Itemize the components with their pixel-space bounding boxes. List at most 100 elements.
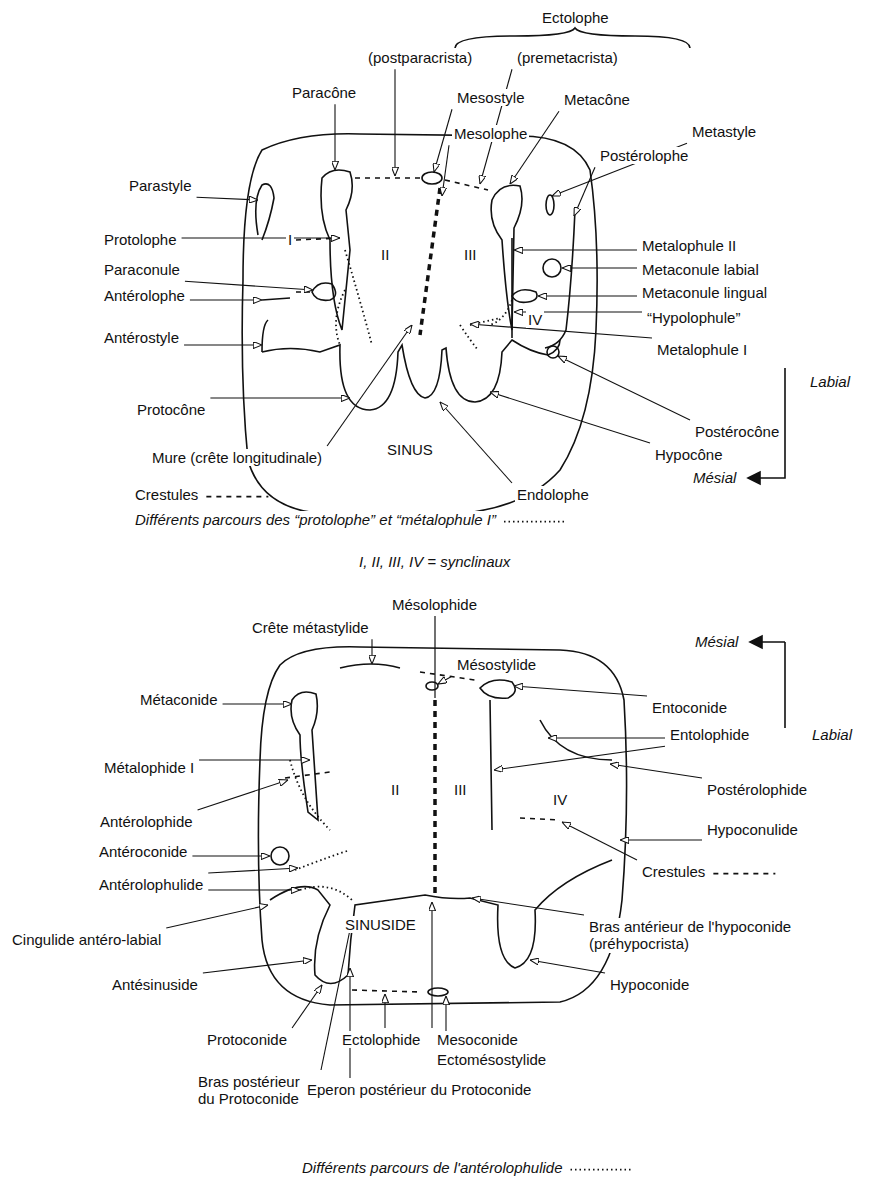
legend-sample bbox=[206, 496, 268, 498]
leader-line bbox=[184, 344, 262, 345]
leader-line bbox=[334, 104, 335, 170]
part-label: “Hypolophule” bbox=[645, 309, 742, 326]
part-label: Mésostylide bbox=[455, 656, 538, 673]
leader-line bbox=[472, 898, 584, 915]
part-label: Metaconule lingual bbox=[640, 284, 769, 301]
entolophide bbox=[490, 700, 612, 830]
arrow-head bbox=[748, 472, 760, 484]
leader-line bbox=[182, 237, 340, 238]
part-label: Parastyle bbox=[127, 177, 194, 194]
mesostyle bbox=[422, 172, 442, 184]
anteroconide bbox=[271, 847, 289, 865]
leader-line bbox=[494, 746, 665, 770]
part-label: Antéroconide bbox=[97, 843, 189, 860]
posterolophe bbox=[545, 210, 575, 348]
leader-line bbox=[208, 868, 298, 873]
metaconule-lingual bbox=[512, 290, 537, 303]
leader-line bbox=[490, 392, 650, 443]
part-label: Protocône bbox=[135, 401, 207, 418]
part-label: Ectomésostylide bbox=[435, 1051, 548, 1068]
leader-line bbox=[190, 299, 262, 300]
paracone bbox=[321, 170, 352, 330]
part-label: Antérostyle bbox=[102, 329, 181, 346]
metaconide bbox=[291, 692, 318, 820]
leader-line bbox=[434, 616, 435, 698]
part-label: Métaconide bbox=[138, 691, 220, 708]
part-label: Métalophide I bbox=[102, 759, 196, 776]
variant-path bbox=[290, 760, 352, 900]
leader-line bbox=[292, 985, 322, 1028]
leader-line bbox=[384, 994, 385, 1028]
leader-line bbox=[530, 960, 605, 973]
part-label: Mesostyle bbox=[455, 89, 527, 106]
leader-line bbox=[438, 676, 452, 684]
metaconule-labial bbox=[543, 259, 561, 277]
leader-line bbox=[349, 968, 350, 1078]
metastyle bbox=[546, 195, 554, 215]
legend-text: Différents parcours de l'antérolophulide bbox=[300, 1159, 565, 1176]
crown-outline bbox=[258, 647, 626, 1005]
legend-text: Crestules bbox=[133, 486, 200, 503]
parastyle bbox=[256, 184, 274, 240]
syncline-number: III bbox=[462, 246, 479, 263]
part-label: Entolophide bbox=[668, 726, 751, 743]
part-label: Bras postérieur du Protoconide bbox=[196, 1073, 318, 1108]
part-label: Mesolophe bbox=[452, 125, 529, 142]
legend-sample bbox=[713, 873, 775, 875]
leader-line bbox=[210, 397, 350, 398]
leader-line bbox=[198, 780, 288, 810]
variant-path bbox=[336, 250, 512, 350]
orientation-label: Labial bbox=[810, 726, 854, 743]
leader-line bbox=[562, 267, 637, 268]
ectomesostylide bbox=[428, 988, 448, 996]
part-label: Hypocône bbox=[653, 446, 725, 463]
crete-metastylide bbox=[340, 664, 400, 668]
leader-line bbox=[574, 167, 595, 216]
part-label: Metalophule II bbox=[640, 237, 738, 254]
leader-line bbox=[371, 639, 372, 664]
leader-line bbox=[185, 281, 313, 290]
paraconule bbox=[312, 283, 336, 300]
part-label: Eperon postérieur du Protoconide bbox=[305, 1081, 533, 1098]
part-label: Metastyle bbox=[690, 123, 758, 140]
leader-line bbox=[558, 356, 690, 420]
leader-line bbox=[548, 737, 665, 738]
bracket bbox=[455, 28, 690, 48]
part-label: Cingulide antéro-labial bbox=[10, 931, 163, 948]
leader-line bbox=[434, 109, 452, 172]
syncline-number: II bbox=[379, 246, 391, 263]
part-label: Ectolophide bbox=[340, 1031, 422, 1048]
part-label: Bras antérieur de l'hypoconide (préhypoc… bbox=[587, 918, 826, 953]
mesolophe bbox=[420, 188, 440, 335]
syncline-number: II bbox=[389, 781, 401, 798]
syncline-number: I bbox=[286, 231, 294, 248]
part-label: Postérocône bbox=[693, 423, 781, 440]
entoconide bbox=[480, 680, 515, 698]
part-label: Postérolophe bbox=[598, 147, 690, 164]
region-label: SINUS bbox=[385, 441, 435, 458]
part-label: Paraconule bbox=[102, 261, 182, 278]
syncline-number: III bbox=[452, 781, 469, 798]
anterolophe bbox=[262, 298, 290, 352]
syncline-number: IV bbox=[526, 311, 544, 328]
legend-sample bbox=[571, 1169, 633, 1171]
part-label: Metaconule labial bbox=[640, 261, 761, 278]
leader-line bbox=[562, 822, 637, 860]
note: I, II, III, IV = synclinaux bbox=[357, 553, 512, 570]
leader-line bbox=[510, 111, 559, 184]
part-label: Antérolophulide bbox=[97, 876, 205, 893]
leader-line bbox=[197, 197, 258, 200]
region-label: SINUSIDE bbox=[343, 916, 418, 933]
part-label: Antésinuside bbox=[110, 976, 200, 993]
mesostylide bbox=[426, 682, 438, 690]
leader-line bbox=[514, 249, 637, 250]
mesolophide bbox=[433, 700, 437, 895]
part-label: Protoconide bbox=[205, 1031, 289, 1048]
legend-text: Différents parcours des “protolophe” et … bbox=[133, 511, 498, 528]
leader-line bbox=[199, 759, 310, 760]
leader-line bbox=[166, 905, 268, 928]
part-label: Metacône bbox=[562, 91, 632, 108]
legend-sample bbox=[504, 521, 566, 523]
part-label: Hypoconulide bbox=[705, 821, 800, 838]
leader-line bbox=[440, 402, 512, 483]
